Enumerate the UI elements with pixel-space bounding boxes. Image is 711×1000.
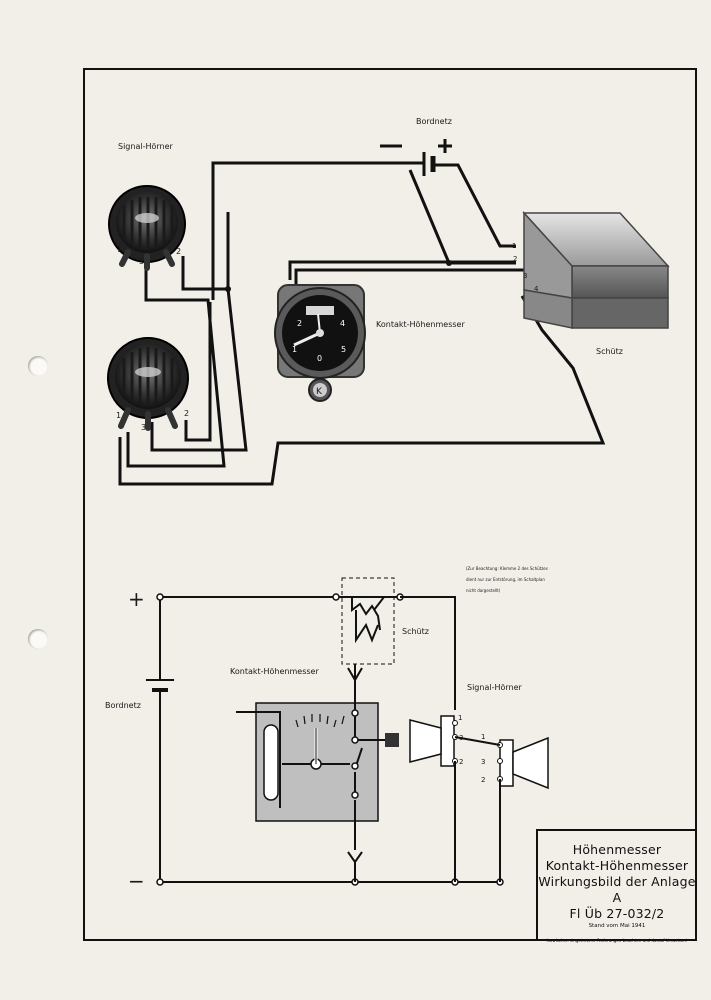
horn-link-wire-1	[454, 736, 501, 746]
schuetz-label-top: Schütz	[596, 347, 623, 356]
horn2-terminal-1: 1	[116, 411, 121, 420]
dial-number-0: 0	[317, 354, 322, 363]
plus-sign: +	[128, 587, 145, 611]
signal-hoerner-label-schematic: Signal-Hörner	[467, 683, 523, 692]
knob-letter-k: K	[316, 387, 323, 397]
schuetz-label-schematic: Schütz	[402, 627, 429, 636]
horn1-terminal-2: 2	[176, 247, 181, 256]
title-line-2: Kontakt-Höhenmesser	[545, 858, 689, 873]
kontakt-hoehenmesser-label-schematic: Kontakt-Höhenmesser	[230, 667, 319, 676]
title-line-3: Wirkungsbild der Anlage A	[538, 874, 696, 905]
schuetz-terminal-3: 3	[523, 272, 527, 280]
bordnetz-label-top: Bordnetz	[416, 117, 452, 126]
signal-hoerner-label: Signal-Hörner	[118, 142, 174, 151]
schem-horn1-terminal-1: 1	[458, 714, 462, 722]
punch-hole-top	[28, 356, 48, 376]
horn1-terminal-3: 3	[139, 257, 144, 266]
dial-number-1: 1	[292, 345, 297, 354]
schuetz-terminal-1: 1	[512, 242, 516, 250]
schuetz-symbol	[332, 577, 456, 710]
stand-date: Stand vom Mai 1941	[588, 923, 646, 929]
dial-number-2: 2	[297, 319, 302, 328]
signal-horn-1: 1 3 2	[108, 185, 186, 271]
dial-number-4: 4	[340, 319, 345, 328]
schematic-diagram: + − Bordnetz Kontakt-Höhenmesser Schütz …	[105, 577, 549, 893]
schem-horn2-terminal-1: 1	[481, 733, 485, 741]
title-block: Höhenmesser Kontakt-Höhenmesser Wirkungs…	[536, 829, 696, 943]
battery-symbol-schematic	[146, 597, 174, 882]
pictorial-diagram: Signal-Hörner Bordnetz Kontakt-Höhenmess…	[107, 117, 670, 486]
minus-sign: −	[128, 869, 145, 893]
kontakt-hoehenmesser-symbol	[236, 680, 399, 882]
signal-horn-symbol-1: 1 3 2	[409, 714, 463, 767]
schuetz-note: (Zur Beachtung: Klemme 2 des Schützes di…	[466, 563, 548, 596]
schuetz-box: 1 2 3 4	[512, 211, 670, 329]
horn2-terminal-3: 3	[141, 423, 146, 432]
bordnetz-label-schematic: Bordnetz	[105, 701, 141, 710]
schem-horn2-terminal-3: 3	[481, 758, 485, 766]
schuetz-terminal-2: 2	[513, 255, 517, 263]
title-line-1: Höhenmesser	[572, 842, 662, 857]
schuetz-terminal-4: 4	[534, 285, 539, 293]
title-footnote: Inzwischen eingetretene Änderungen beach…	[546, 938, 688, 943]
schem-horn1-terminal-2: 2	[459, 758, 463, 766]
note-line-2: dient nur zur Entstörung, im Schaltplan	[466, 577, 545, 582]
horn1-terminal-1: 1	[117, 245, 122, 254]
signal-horn-2: 1 3 2	[107, 337, 189, 432]
pictorial-wires	[118, 161, 606, 486]
note-line-1: (Zur Beachtung: Klemme 2 des Schützes	[466, 566, 548, 571]
note-line-3: nicht dargestellt)	[466, 588, 501, 593]
kontakt-hoehenmesser-label-top: Kontakt-Höhenmesser	[376, 320, 465, 329]
drawing-frame	[83, 68, 697, 941]
title-line-4: Fl Üb 27-032/2	[569, 906, 665, 921]
kontakt-hoehenmesser-gauge: 2 4 1 0 5 K	[274, 284, 366, 402]
punch-hole-bottom	[28, 629, 48, 649]
horn2-terminal-2: 2	[184, 409, 189, 418]
battery-symbol-top	[380, 139, 452, 176]
dial-number-5: 5	[341, 345, 346, 354]
schem-horn2-terminal-2: 2	[481, 776, 485, 784]
signal-horn-symbol-2: 1 3 2	[481, 733, 549, 790]
